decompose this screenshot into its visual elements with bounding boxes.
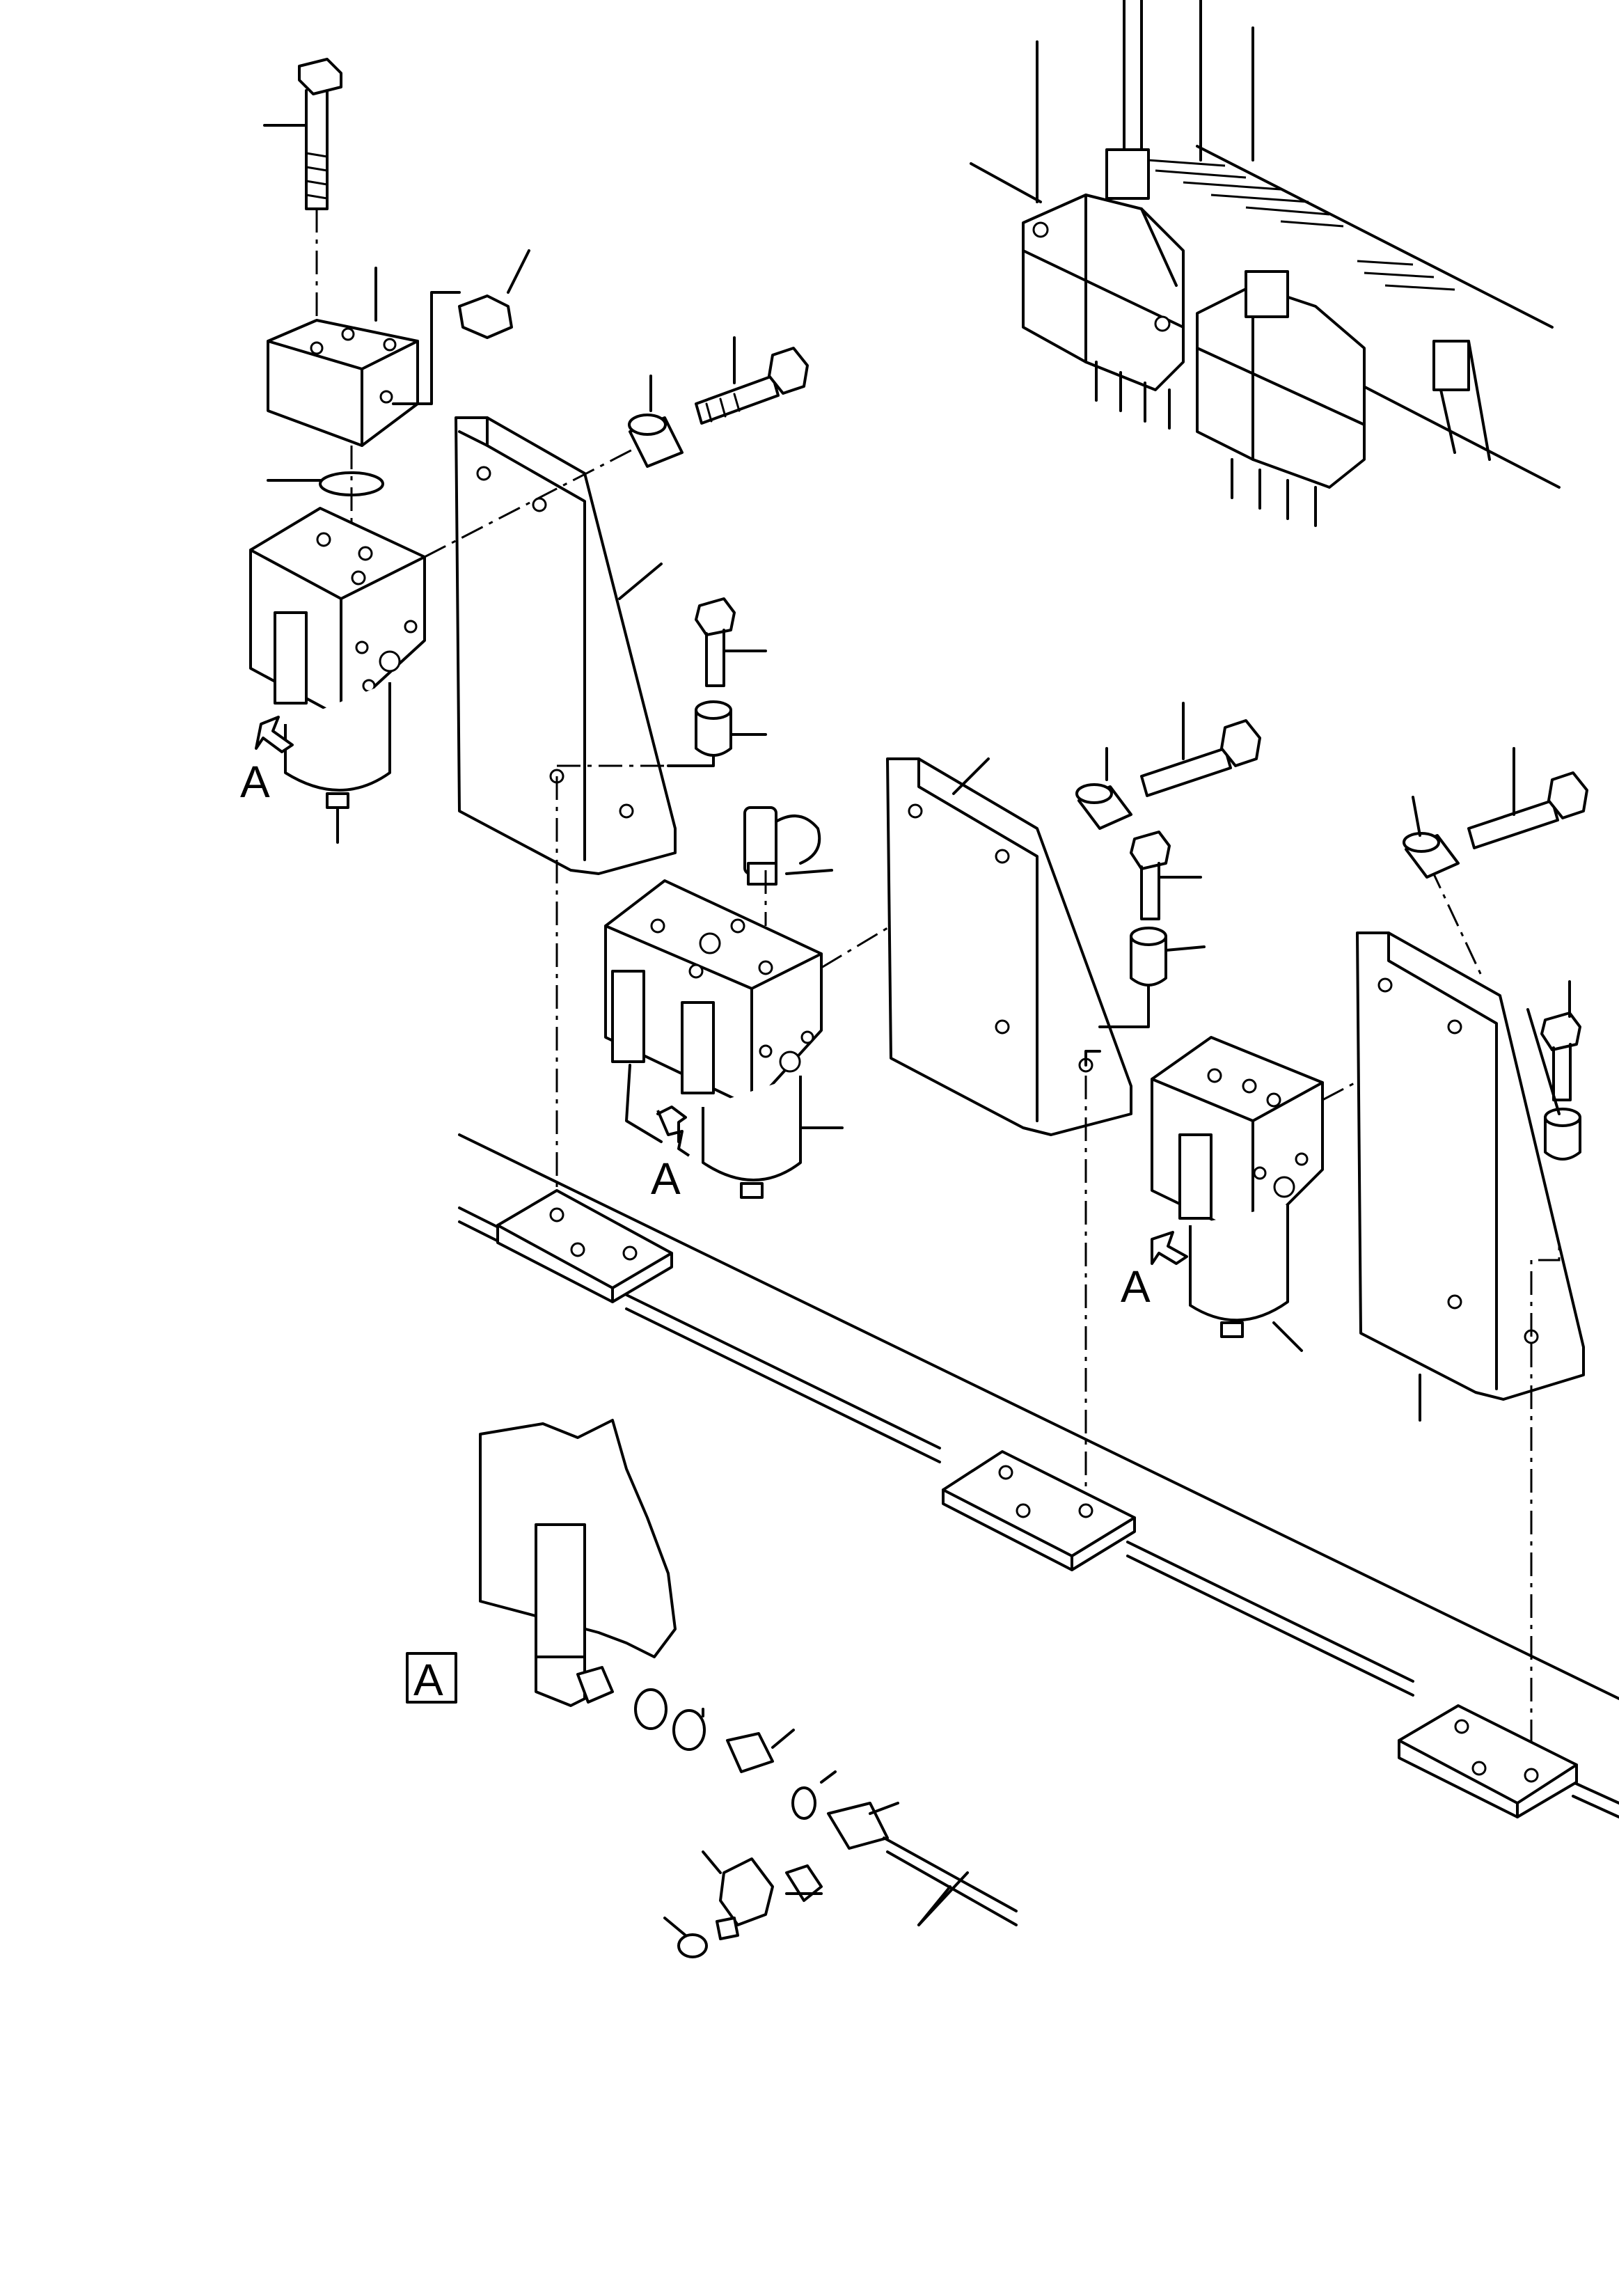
- detail-view-a: A: [406, 1419, 1018, 1958]
- view-arrow-2: [656, 1110, 690, 1157]
- view-a-label-3: A: [1121, 1261, 1151, 1312]
- bolt-1: [298, 58, 342, 210]
- bolt-3: [695, 597, 767, 687]
- view-a-label-2: A: [651, 1154, 681, 1204]
- bolt-5: [1130, 831, 1202, 920]
- valve-section-1: [1022, 194, 1185, 391]
- adapter-block: [267, 319, 419, 447]
- pressure-switch: [743, 806, 833, 886]
- bolt-7: [1540, 980, 1581, 1101]
- solenoid-1: [1105, 148, 1150, 200]
- spacer-6: [1544, 1108, 1581, 1161]
- view-a-label-1: A: [240, 757, 270, 807]
- plug: [458, 249, 530, 339]
- solenoid-7: [1178, 1133, 1213, 1220]
- bolt-4: [1140, 702, 1261, 797]
- solenoid-3: [1432, 340, 1470, 391]
- control-valve-assembly: [970, 0, 1561, 527]
- detail-connector-stack: [576, 1666, 1018, 1926]
- mounting-plate-1: [496, 1189, 673, 1303]
- filter-head-block-1: [249, 507, 426, 718]
- filter-bowl-2: [702, 1076, 844, 1199]
- spacer-3: [1075, 747, 1132, 830]
- view-arrow-1: [255, 716, 294, 753]
- filter-head-block-3: [1151, 1036, 1324, 1241]
- filter-bowl-1: [284, 682, 391, 844]
- detail-clamp: [663, 1850, 823, 1958]
- spacer-1: [628, 375, 684, 468]
- detail-view-label: A: [413, 1655, 443, 1705]
- spacer-4: [1130, 927, 1206, 986]
- base-rail: [458, 1133, 1619, 1818]
- mounting-bracket-1: [455, 416, 677, 875]
- detail-solenoid: [535, 1523, 586, 1658]
- solenoid-6: [681, 1001, 715, 1094]
- solenoid-2: [1245, 270, 1289, 318]
- spacer-2: [695, 700, 767, 757]
- detail-label-box: [406, 1652, 457, 1704]
- spacer-5: [1403, 796, 1460, 879]
- bolt-2: [695, 336, 809, 425]
- hatch-area-1: [1148, 159, 1455, 291]
- solenoid-4: [274, 611, 308, 705]
- solenoid-5: [611, 970, 645, 1063]
- mounting-plate-2: [942, 1450, 1136, 1571]
- filter-group-left: A: [240, 58, 530, 844]
- mounting-plate-3: [1398, 1704, 1578, 1818]
- bolt-6: [1467, 747, 1588, 849]
- filter-bowl-3: [1189, 1204, 1303, 1352]
- mounting-bracket-3: [1356, 931, 1585, 1422]
- filter-head-block-2: [604, 879, 823, 1108]
- view-arrow-3: [1151, 1231, 1188, 1265]
